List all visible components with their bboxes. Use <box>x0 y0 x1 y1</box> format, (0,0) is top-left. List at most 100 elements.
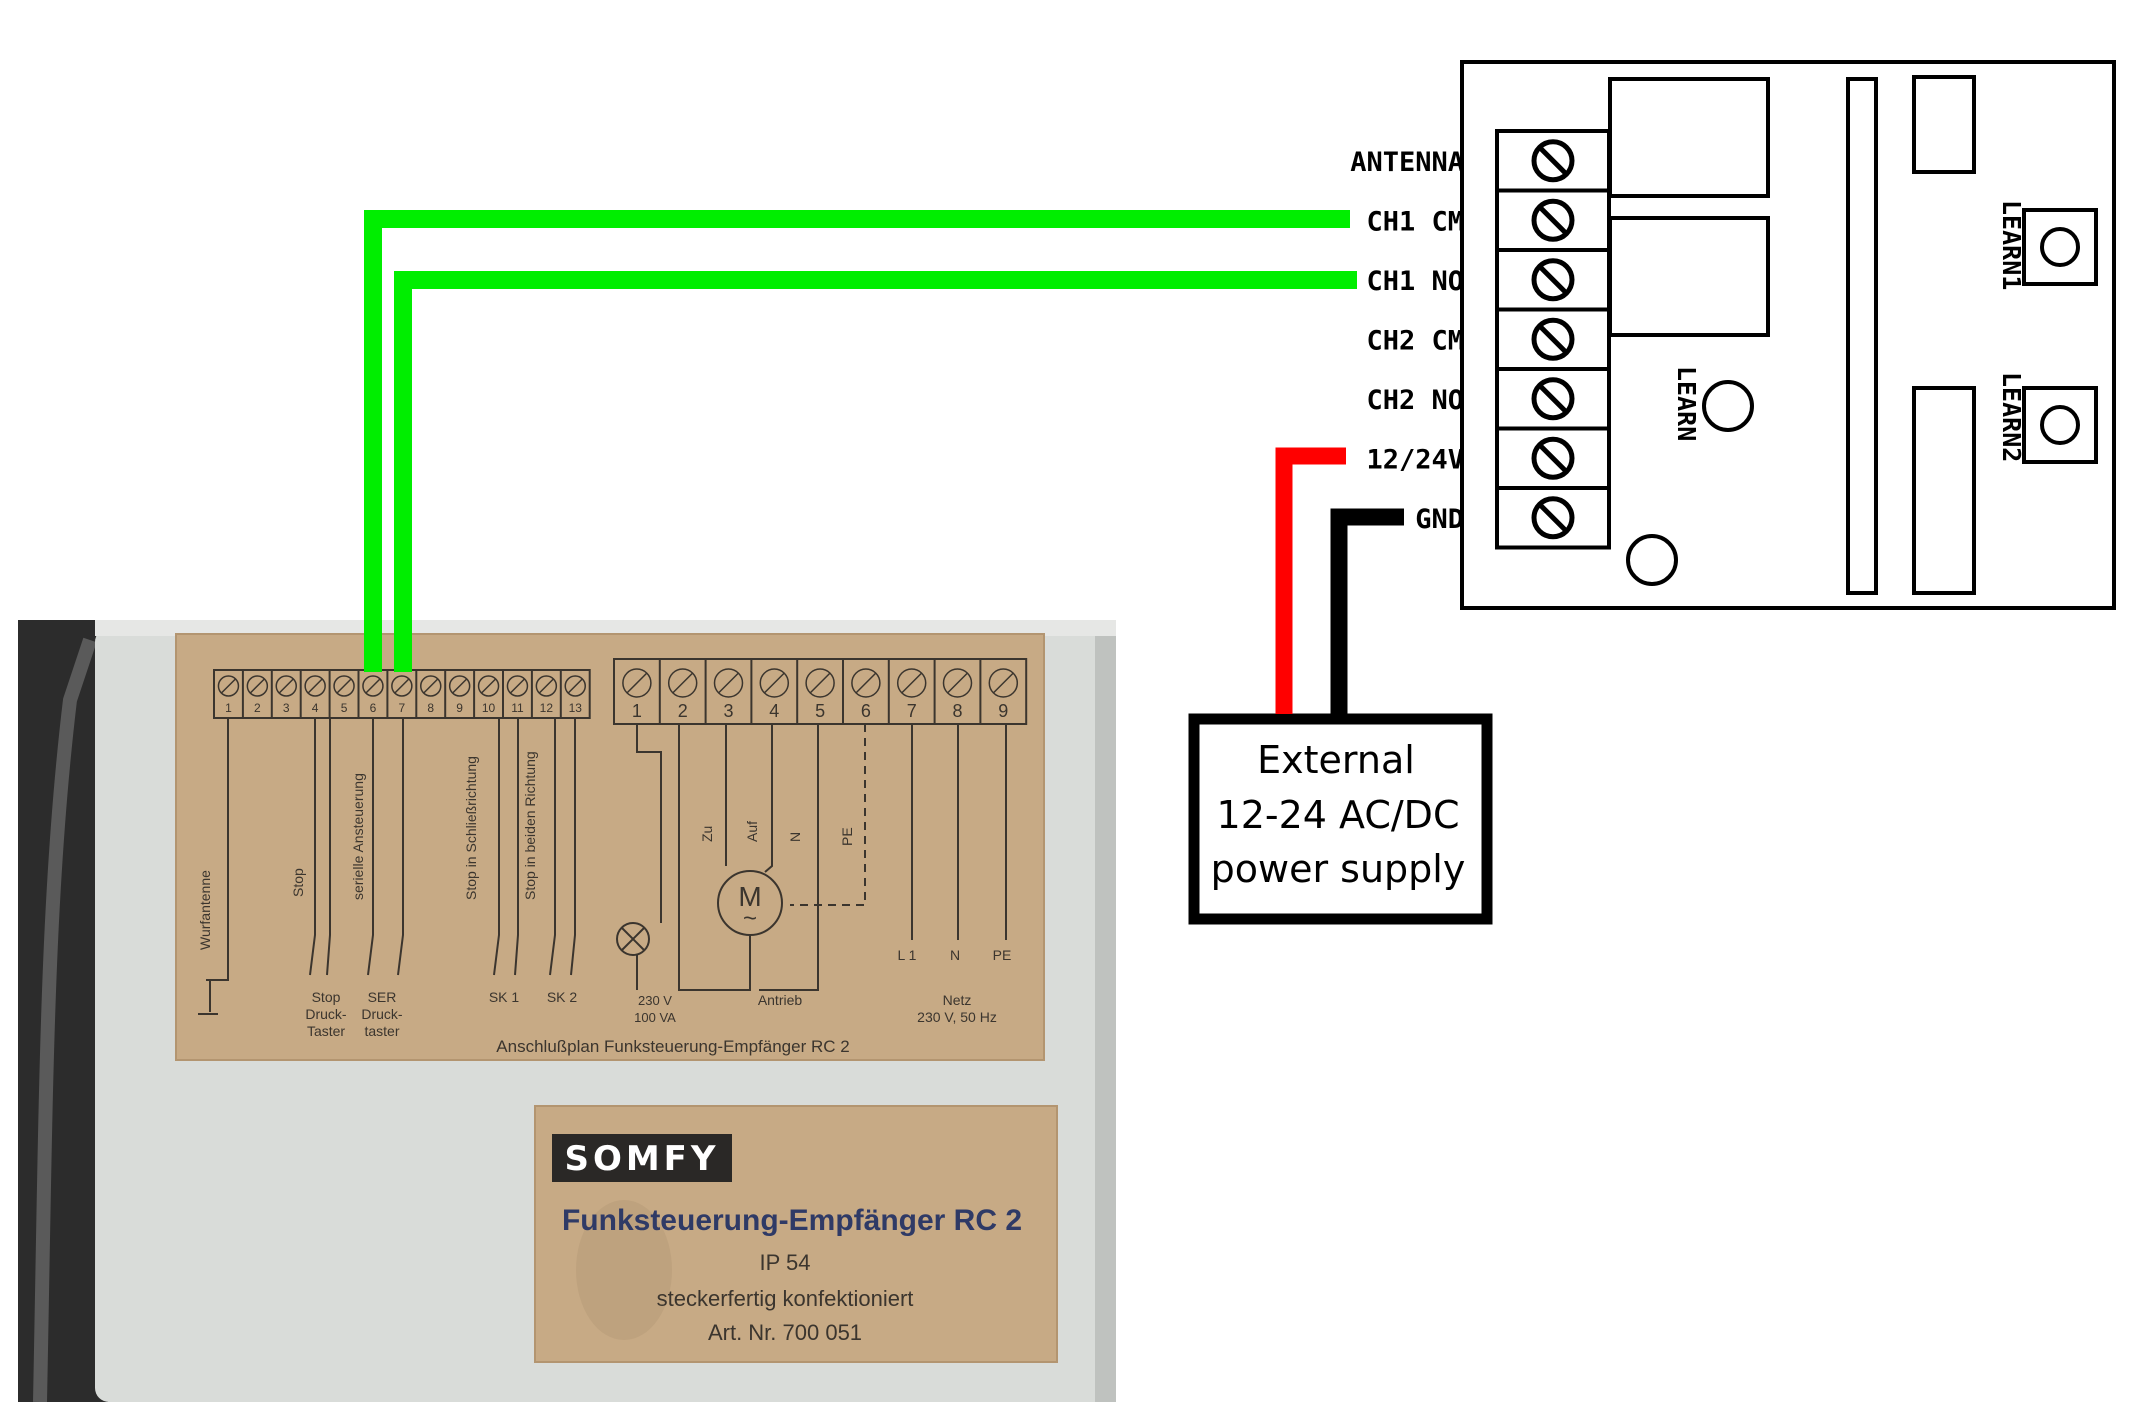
low-terminal-number: 12 <box>540 701 554 715</box>
plate-circuit-line <box>911 724 1007 940</box>
plate-circuit-line <box>790 724 866 906</box>
screw-icon <box>1531 436 1575 480</box>
low-terminal-screw-icon <box>535 675 558 697</box>
label-lamp-rating: 230 V <box>638 993 672 1008</box>
plate-circuit-line <box>636 724 662 990</box>
wire-12-24v <box>1275 447 1346 714</box>
learn2-button <box>2040 405 2080 445</box>
terminal-label-3: CH2 CM <box>1366 325 1464 356</box>
label-stop-beiden: Stop in beiden Richtung <box>522 751 538 900</box>
label-lamp-rating: 100 VA <box>634 1010 676 1025</box>
low-terminal-number: 1 <box>225 701 232 715</box>
low-terminal-screw-icon <box>304 675 326 697</box>
low-terminal-screw-icon <box>448 675 471 697</box>
high-terminal-number: 3 <box>723 701 733 721</box>
screw-slot <box>1539 384 1567 413</box>
label-n-motor: N <box>787 832 803 842</box>
wire-gnd <box>1330 508 1404 714</box>
somfy-logo: SOMFY <box>564 1139 719 1179</box>
screw-slot <box>1539 325 1567 354</box>
label-l1: L 1 <box>898 947 917 963</box>
low-terminal-slot <box>452 678 468 694</box>
motor-letter: M <box>738 881 761 912</box>
label-sk2: SK 2 <box>547 989 578 1005</box>
label-pe-motor: PE <box>839 827 855 846</box>
low-terminal-slot <box>481 678 497 694</box>
somfy-ip-rating: IP 54 <box>760 1250 811 1275</box>
screw-icon <box>1531 198 1575 242</box>
board-indicator <box>1626 534 1678 586</box>
high-terminal-slot <box>717 672 740 694</box>
somfy-article-number: Art. Nr. 700 051 <box>708 1320 862 1345</box>
power-supply-box <box>1188 713 1493 925</box>
power-supply: External 12-24 AC/DC power supply <box>1188 713 1493 925</box>
low-terminal-slot <box>423 678 439 694</box>
high-terminal-screw-icon <box>896 668 927 698</box>
power-supply-line-3: power supply <box>1211 847 1466 891</box>
plate-circuit-lines <box>198 718 1007 1015</box>
screw-icon <box>1531 139 1575 183</box>
screw-slot <box>1539 265 1567 294</box>
plate-circuit-line <box>367 718 404 976</box>
screw-slot <box>1539 206 1567 235</box>
low-terminal-number: 5 <box>341 701 348 715</box>
high-terminal-slot <box>992 672 1014 694</box>
low-terminal-slot <box>365 678 381 694</box>
relay-2 <box>1608 216 1770 337</box>
screw-icon <box>1531 377 1575 421</box>
learn1-label: LEARN1 <box>1997 200 2026 290</box>
label-netz: 230 V, 50 Hz <box>917 1009 997 1025</box>
housing-edge-right <box>1095 628 1116 1402</box>
label-zu: Zu <box>699 826 715 842</box>
component-bottom-right <box>1912 386 1976 595</box>
power-supply-line-1: External <box>1257 738 1415 782</box>
plate-smudge <box>576 1200 672 1340</box>
terminal-label-2: CH1 NO <box>1366 266 1464 297</box>
screw-slot <box>1539 503 1567 532</box>
terminal-label-5: 12/24V <box>1366 444 1464 475</box>
low-terminal-number: 4 <box>312 701 319 715</box>
high-terminal-number: 4 <box>769 701 779 721</box>
low-terminal-slot <box>567 678 583 694</box>
low-terminal-slot <box>394 678 410 694</box>
screw-icon <box>1531 258 1575 302</box>
low-terminal-slot <box>307 678 323 694</box>
screw-icon <box>1531 317 1575 361</box>
low-terminal-screw-icon <box>217 675 240 697</box>
cable-highlight <box>33 637 97 1402</box>
wire-ch1-no <box>394 271 1357 672</box>
plate-circuit-line <box>309 718 331 976</box>
label-stop-taster: Druck- <box>305 1006 347 1022</box>
label-pe: PE <box>993 947 1012 963</box>
high-terminal-screw-icon <box>667 668 698 698</box>
housing-top-strip <box>95 620 1116 636</box>
low-terminal-number: 7 <box>399 701 406 715</box>
high-terminal-slot <box>672 672 694 694</box>
screw-icon <box>1531 496 1575 540</box>
lamp-cross-2 <box>621 927 645 951</box>
plate-circuit-line <box>725 724 773 873</box>
learn1-button <box>2040 227 2080 267</box>
high-terminal-slot <box>626 672 648 694</box>
terminal-cell-6 <box>1495 486 1611 550</box>
label-serielle: serielle Ansteuerung <box>350 773 366 900</box>
low-terminal-slot <box>336 678 352 694</box>
component-top-right <box>1912 75 1976 174</box>
high-terminal-slot <box>855 672 877 694</box>
plate-circuit-line <box>759 724 819 991</box>
high-terminal-screw-icon <box>759 668 790 698</box>
label-ser-taster: SER <box>368 989 397 1005</box>
high-terminal-number: 9 <box>998 701 1008 721</box>
high-terminal-number: 8 <box>952 701 962 721</box>
plate-circuit-line <box>549 718 576 976</box>
high-terminal-slot <box>809 672 831 694</box>
low-terminal-screw-icon <box>246 675 269 697</box>
high-terminal-screw-icon <box>942 668 973 698</box>
low-terminal-number: 3 <box>283 701 290 715</box>
plate-background <box>175 633 1045 1061</box>
vertical-slot <box>1846 77 1878 595</box>
